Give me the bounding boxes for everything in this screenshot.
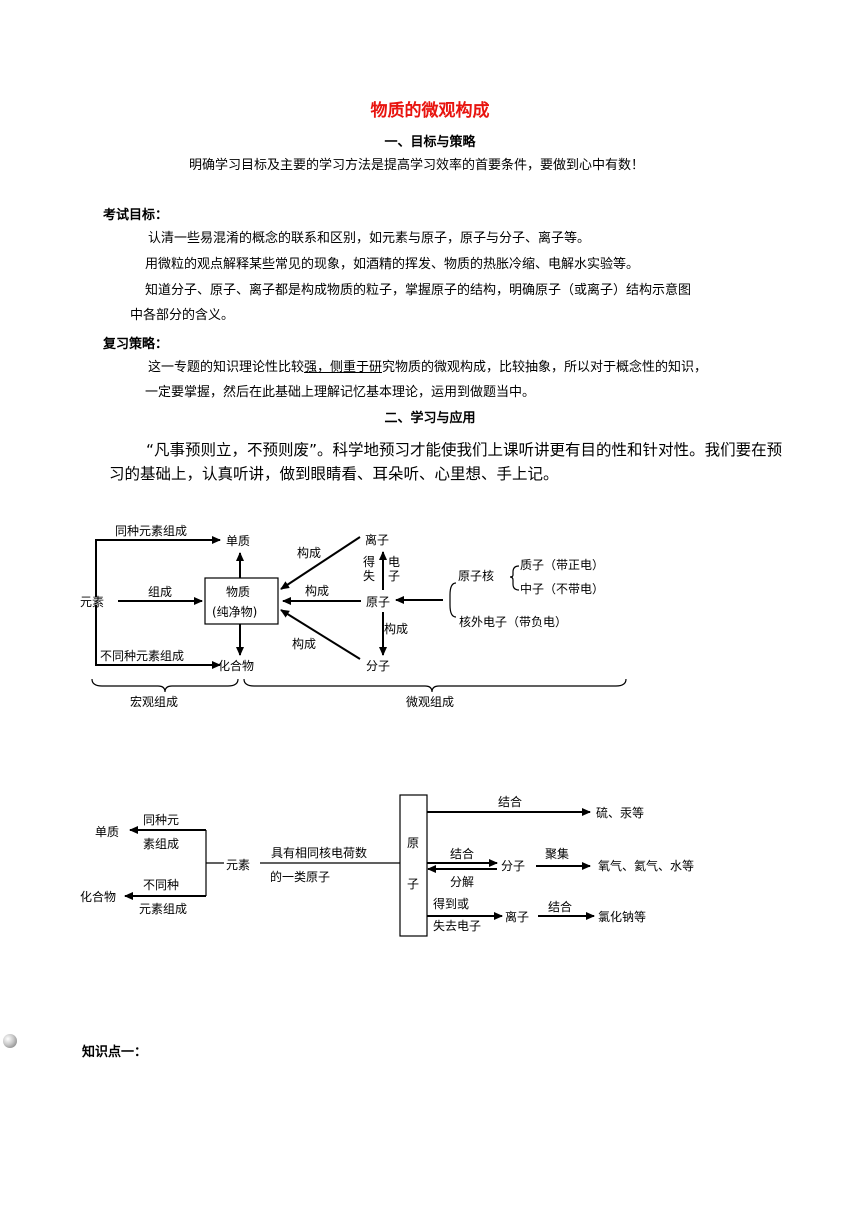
d2-ion: 离子 xyxy=(505,909,529,924)
d1-compound: 化合物 xyxy=(218,658,254,673)
review-line1-c: 究物质的微观构成，比较抽象，所以对于概念性的知识， xyxy=(382,360,708,375)
d1-macro: 宏观组成 xyxy=(130,694,178,709)
exam-goal-1: 认清一些易混淆的概念的联系和区别，如元素与原子，原子与分子、离子等。 xyxy=(148,231,591,246)
exam-goal-3-line2: 中各部分的含义。 xyxy=(130,308,235,323)
d2-diff-elem-2: 元素组成 xyxy=(139,902,187,916)
d1-micro: 微观组成 xyxy=(406,695,454,709)
d2-gain-2: 失去电子 xyxy=(433,918,481,933)
d1-compose: 组成 xyxy=(148,585,172,599)
concept-diagram-1: 元素 同种元素组成 单质 组成 物质 (纯净物) 不同种元素组成 化合物 构成 … xyxy=(80,524,627,709)
d1-electron-1: 电 xyxy=(388,555,400,569)
d2-decompose: 分解 xyxy=(450,875,474,889)
d2-gases: 氧气、氦气、水等 xyxy=(598,858,694,873)
d1-atom-to-mol: 构成 xyxy=(384,621,408,636)
d2-salt: 氯化钠等 xyxy=(598,909,646,924)
section2-heading: 二、学习与应用 xyxy=(384,411,476,426)
substance-box xyxy=(204,577,279,625)
d2-combine-1: 结合 xyxy=(498,794,522,809)
d2-combine-3: 结合 xyxy=(548,899,572,914)
knowledge-point-label: 知识点一： xyxy=(82,1045,148,1060)
d1-element: 元素 xyxy=(80,595,104,609)
atom-box xyxy=(399,794,428,937)
d2-molecule: 分子 xyxy=(501,859,525,873)
d2-element: 元素 xyxy=(226,858,250,872)
d1-substance: 物质 xyxy=(226,585,250,599)
d2-diff-elem-1: 不同种 xyxy=(143,878,179,892)
d1-diff-element: 不同种元素组成 xyxy=(100,649,184,663)
d2-atom-2: 子 xyxy=(407,877,419,891)
d1-constitute-ion: 构成 xyxy=(297,545,321,560)
d2-gain-1: 得到或 xyxy=(433,896,469,911)
d1-nucleus: 原子核 xyxy=(458,569,494,583)
d2-atom-1: 原 xyxy=(407,836,419,850)
d2-aggregate: 聚集 xyxy=(545,846,569,861)
exam-goal-3-line1: 知道分子、原子、离子都是构成物质的粒子，掌握原子的结构，明确原子（或离子）结构示… xyxy=(145,283,692,298)
exam-goal-2: 用微粒的观点解释某些常见的现象，如酒精的挥发、物质的热胀冷缩、电解水实验等。 xyxy=(145,257,640,272)
d1-gain: 得 xyxy=(363,554,375,569)
d1-pure: (纯净物) xyxy=(212,605,257,619)
d1-same-element: 同种元素组成 xyxy=(115,524,187,538)
section1-heading: 一、目标与策略 xyxy=(384,135,476,150)
exam-goals-label: 考试目标： xyxy=(103,208,169,223)
concept-diagram-2: 单质 同种元 素组成 化合物 不同种 元素组成 元素 具有相同核电荷数 的一类原… xyxy=(80,794,694,937)
d1-constitute-mol: 构成 xyxy=(292,636,316,651)
d1-outer-electron: 核外电子（带负电） xyxy=(459,615,567,629)
d1-molecule: 分子 xyxy=(366,659,390,673)
quote-line1: “凡事预则立，不预则废”。科学地预习才能使我们上课听讲更有目的性和针对性。我们要… xyxy=(146,441,783,459)
quote-line2: 习的基础上，认真听讲，做到眼睛看、耳朵听、心里想、手上记。 xyxy=(109,465,559,483)
bullet-icon xyxy=(3,1034,17,1048)
d2-def-2: 的一类原子 xyxy=(270,869,330,884)
review-label: 复习策略： xyxy=(103,337,169,352)
d1-neutron: 中子（不带电） xyxy=(520,581,604,596)
d1-electron-2: 子 xyxy=(388,569,400,583)
d2-sulfur: 硫、汞等 xyxy=(596,805,644,820)
review-line2: 一定要掌握，然后在此基础上理解记忆基本理论，运用到做题当中。 xyxy=(145,385,536,400)
d1-proton: 质子（带正电） xyxy=(520,558,604,572)
d2-combine-2: 结合 xyxy=(450,846,474,861)
d1-atom: 原子 xyxy=(366,595,390,609)
d2-simple-substance: 单质 xyxy=(95,825,119,839)
d1-constitute-atom: 构成 xyxy=(305,583,329,598)
d1-ion: 离子 xyxy=(365,532,389,547)
d2-same-elem-1: 同种元 xyxy=(143,813,179,827)
review-line1-a: 这一专题的知识理论性比较 xyxy=(148,360,305,375)
d2-compound: 化合物 xyxy=(80,889,116,904)
section1-intro: 明确学习目标及主要的学习方法是提高学习效率的首要条件，要做到心中有数！ xyxy=(189,158,645,173)
review-line1-underlined: 强，侧重于研 xyxy=(304,360,383,375)
page-title: 物质的微观构成 xyxy=(370,101,490,121)
review-line1: 这一专题的知识理论性比较强，侧重于研究物质的微观构成，比较抽象，所以对于概念性的… xyxy=(148,358,707,378)
d1-simple-substance: 单质 xyxy=(226,534,250,548)
d2-def-1: 具有相同核电荷数 xyxy=(271,845,367,860)
d2-same-elem-2: 素组成 xyxy=(143,837,179,851)
d1-lose: 失 xyxy=(363,568,375,583)
